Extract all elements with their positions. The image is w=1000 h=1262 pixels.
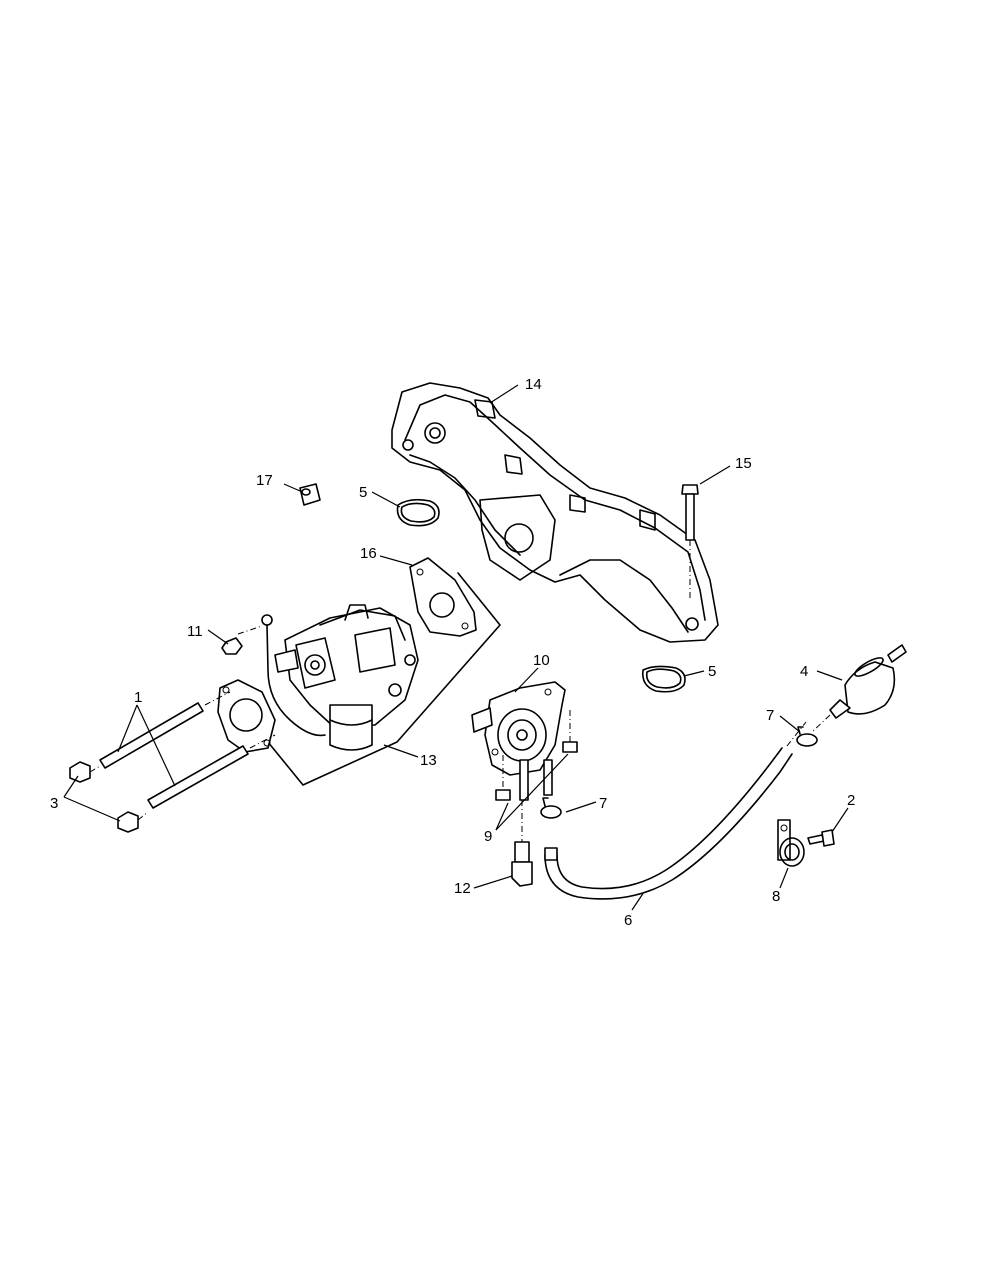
gasket-ring-lower <box>641 665 686 693</box>
callout-4: 4 <box>800 663 808 680</box>
carburetor-assembly-outline <box>249 572 501 786</box>
nut-11 <box>221 625 263 655</box>
callout-13: 13 <box>420 752 437 769</box>
fuel-hose <box>544 721 807 900</box>
fuel-pump <box>471 681 566 801</box>
callout-1: 1 <box>134 689 142 706</box>
callout-11: 11 <box>187 623 203 640</box>
callout-14: 14 <box>525 376 542 393</box>
callout-7-upper: 7 <box>766 707 774 724</box>
callout-16: 16 <box>360 545 377 562</box>
callout-9: 9 <box>484 828 492 845</box>
callout-6: 6 <box>624 912 632 929</box>
carburetor-gasket <box>217 679 276 753</box>
solenoid-wire <box>261 614 326 737</box>
callouts: 14 15 17 5 16 11 1 3 13 10 5 4 7 7 9 12 … <box>50 376 855 929</box>
hose-clamp-lower <box>540 797 562 819</box>
callout-8: 8 <box>772 888 780 905</box>
elbow-fitting-12 <box>511 800 533 887</box>
screw-2 <box>807 829 835 847</box>
stud-lower <box>147 734 276 809</box>
fuel-filter <box>811 644 907 733</box>
hose-clip-8 <box>777 819 805 867</box>
leader-lines <box>63 384 849 911</box>
callout-2: 2 <box>847 792 855 809</box>
bolt-15 <box>681 484 699 600</box>
callout-3: 3 <box>50 795 58 812</box>
callout-7-lower: 7 <box>599 795 607 812</box>
callout-5-lower: 5 <box>708 663 716 680</box>
gasket-ring-upper <box>396 498 440 527</box>
carburetor <box>274 604 419 751</box>
nut-3-lower <box>117 811 149 833</box>
hose-clamp-upper <box>796 726 818 747</box>
callout-15: 15 <box>735 455 752 472</box>
nut-3-upper <box>69 761 101 783</box>
callout-17: 17 <box>256 472 273 489</box>
callout-5-upper: 5 <box>359 484 367 501</box>
pump-screw-right <box>562 710 578 753</box>
callout-12: 12 <box>454 880 471 897</box>
gasket-plate-16 <box>409 557 477 637</box>
callout-10: 10 <box>533 652 550 669</box>
pump-screw-left <box>495 755 511 801</box>
spacer-17 <box>299 483 321 506</box>
stud-upper <box>99 691 231 769</box>
intake-manifold <box>391 382 719 643</box>
